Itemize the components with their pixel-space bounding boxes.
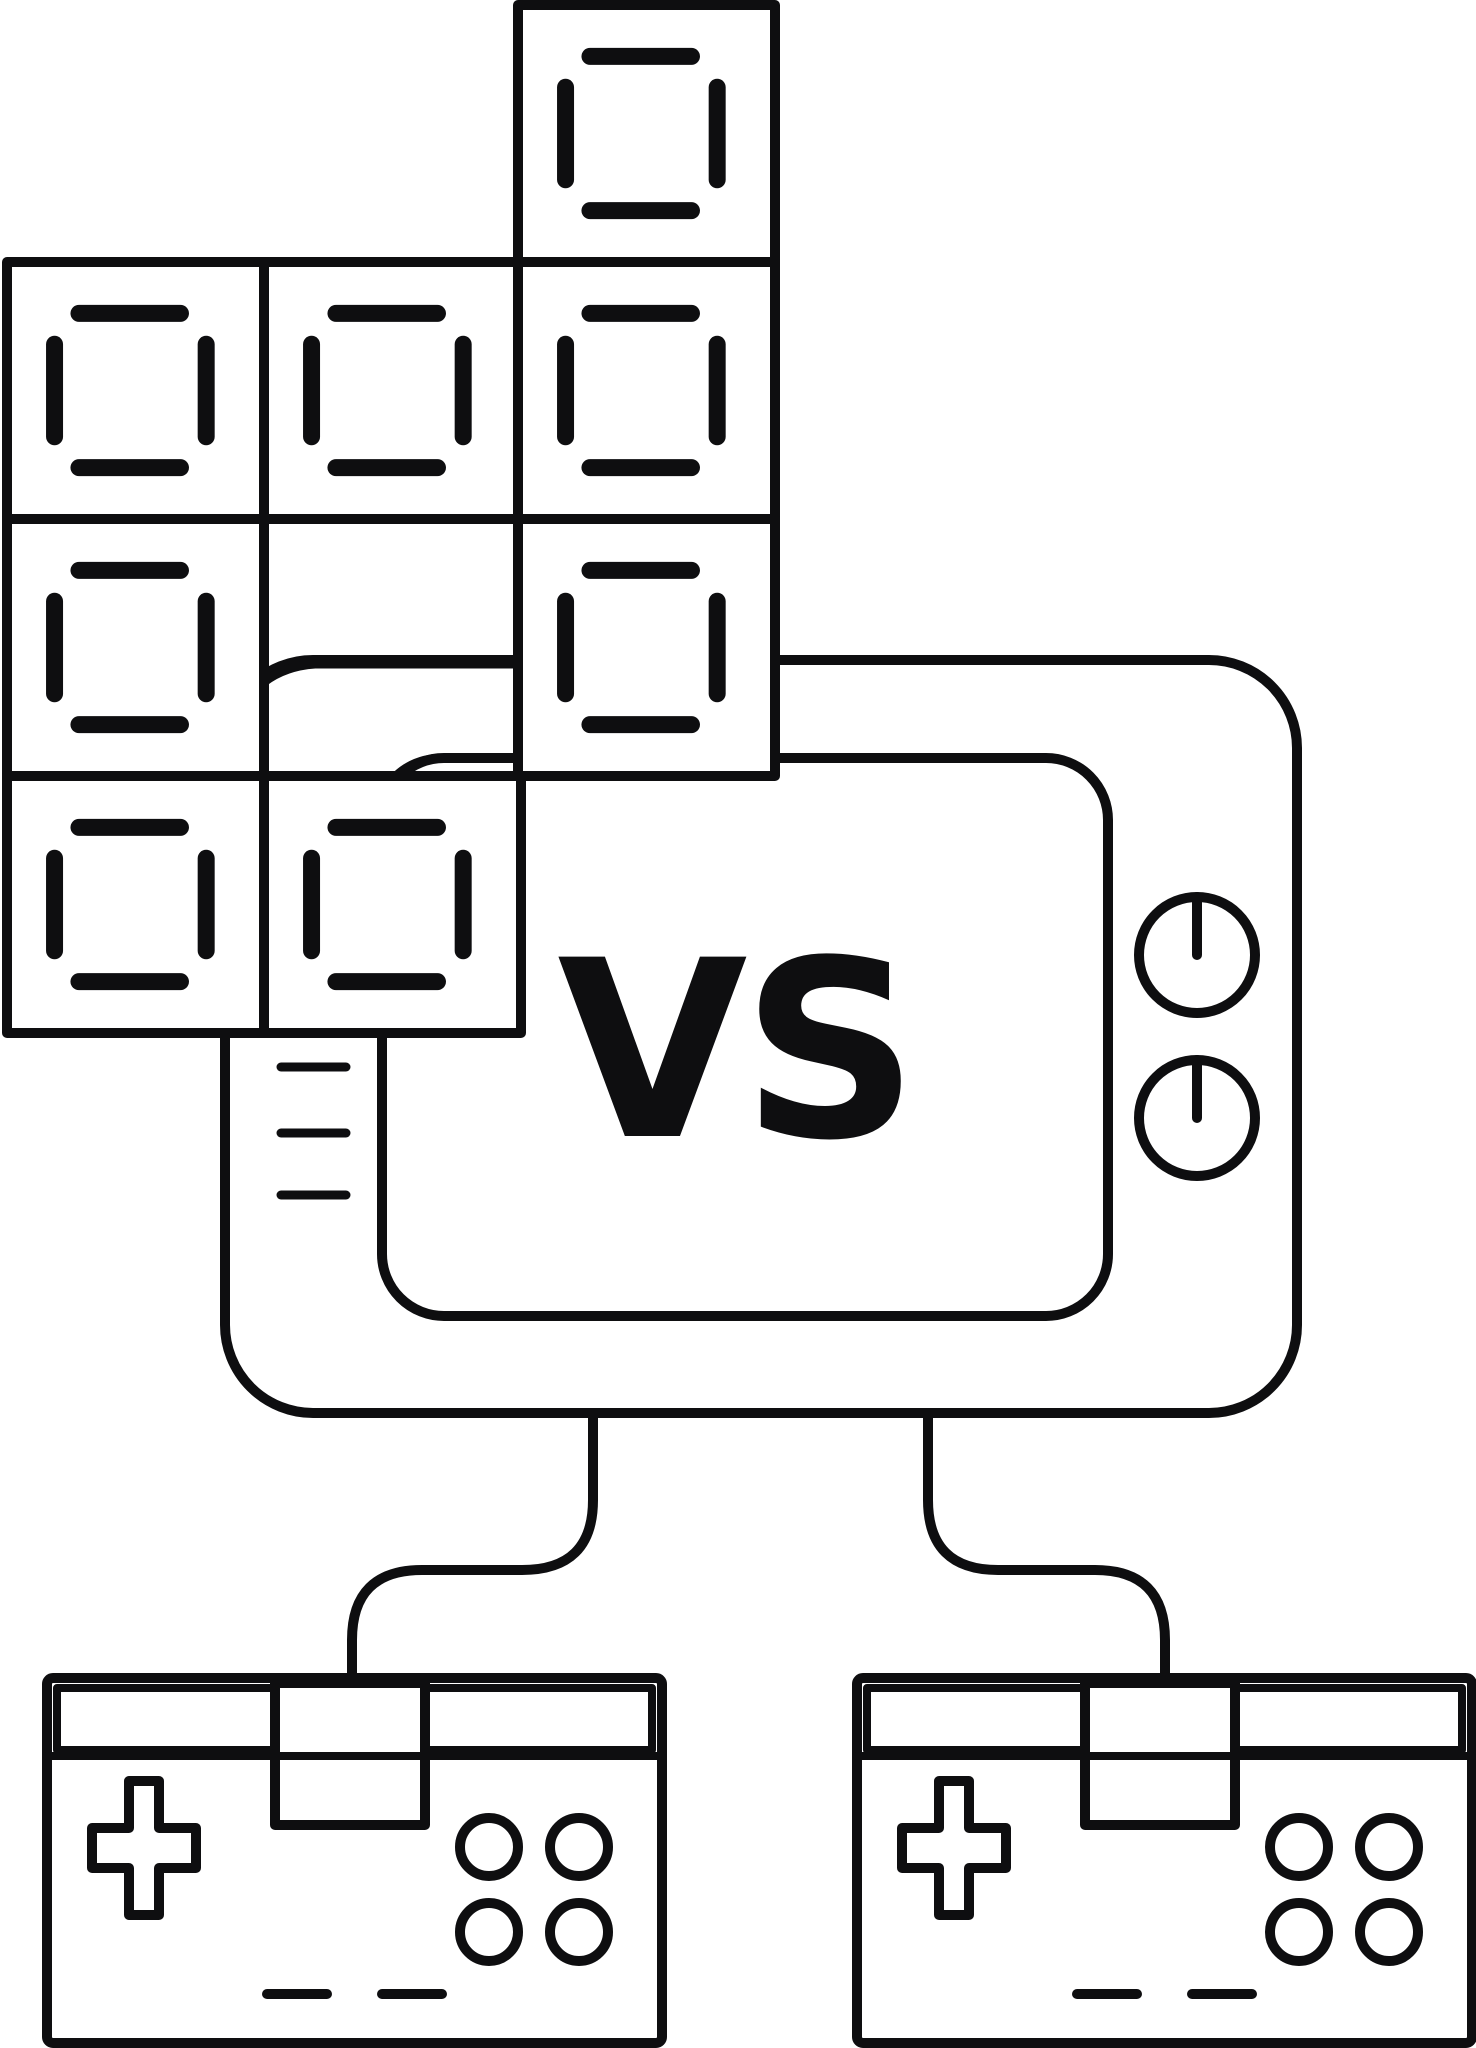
seven-segment-zero-icon <box>303 304 472 477</box>
controller-left[interactable] <box>42 1673 667 2048</box>
dpad-icon[interactable] <box>87 1776 201 1920</box>
dpad-icon[interactable] <box>897 1776 1011 1920</box>
seven-segment-zero-icon <box>303 818 472 991</box>
cable-right <box>923 1408 1170 1683</box>
digit-cell-row3-col1 <box>2 771 269 1038</box>
digit-cell-row2-col3 <box>513 514 780 781</box>
seven-segment-zero-icon <box>46 561 215 734</box>
controller-right[interactable] <box>852 1673 1476 2048</box>
seven-segment-zero-icon <box>557 47 726 220</box>
digit-cell-row1-col2 <box>259 257 526 524</box>
digit-cell-top <box>513 0 780 267</box>
digit-cell-row1-col1 <box>2 257 269 524</box>
action-buttons-icon[interactable] <box>455 1813 613 1966</box>
seven-segment-zero-icon <box>46 304 215 477</box>
digit-cell-row1-col3 <box>513 257 780 524</box>
digit-cell-row2-col1 <box>2 514 269 781</box>
knob-icon[interactable] <box>1134 1055 1260 1181</box>
speaker-grille <box>276 1062 351 1200</box>
action-buttons-icon[interactable] <box>1265 1813 1423 1966</box>
seven-segment-zero-icon <box>557 561 726 734</box>
scoreboard <box>2 0 780 1038</box>
cable-left <box>347 1408 598 1683</box>
digit-cell-row3-col2 <box>259 771 526 1038</box>
seven-segment-zero-icon <box>557 304 726 477</box>
seven-segment-zero-icon <box>46 818 215 991</box>
knob-icon[interactable] <box>1134 892 1260 1018</box>
vs-label: VS <box>557 909 913 1195</box>
